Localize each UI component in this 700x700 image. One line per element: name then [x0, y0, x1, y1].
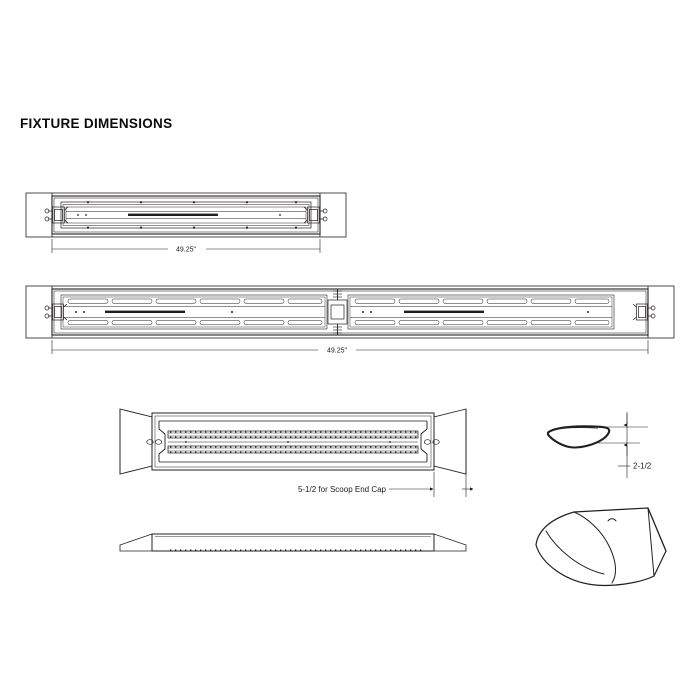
view-scoop-cross-section	[546, 425, 611, 449]
dimension-label-scoop-end-cap: 5-1/2 for Scoop End Cap	[298, 485, 387, 494]
page-title: FIXTURE DIMENSIONS	[20, 116, 173, 131]
view-scoop-end-cap-plan	[119, 408, 467, 475]
dimension-label-scoop-height: 2-1/2	[633, 462, 652, 471]
dimension-label-tandem-length: 49.25"	[327, 348, 348, 355]
view-single-section-plan	[25, 192, 347, 238]
view-side-elevation	[119, 533, 467, 552]
view-tandem-plan	[25, 285, 675, 339]
dimension-line-tandem-length	[51, 340, 649, 354]
dimension-line-scoop-height	[592, 412, 648, 478]
view-scoop-isometric	[535, 507, 667, 587]
dimension-line-single-length	[51, 239, 321, 253]
dimension-label-single-length: 49.25"	[176, 247, 197, 254]
dimension-line-scoop-end-cap	[389, 470, 474, 497]
